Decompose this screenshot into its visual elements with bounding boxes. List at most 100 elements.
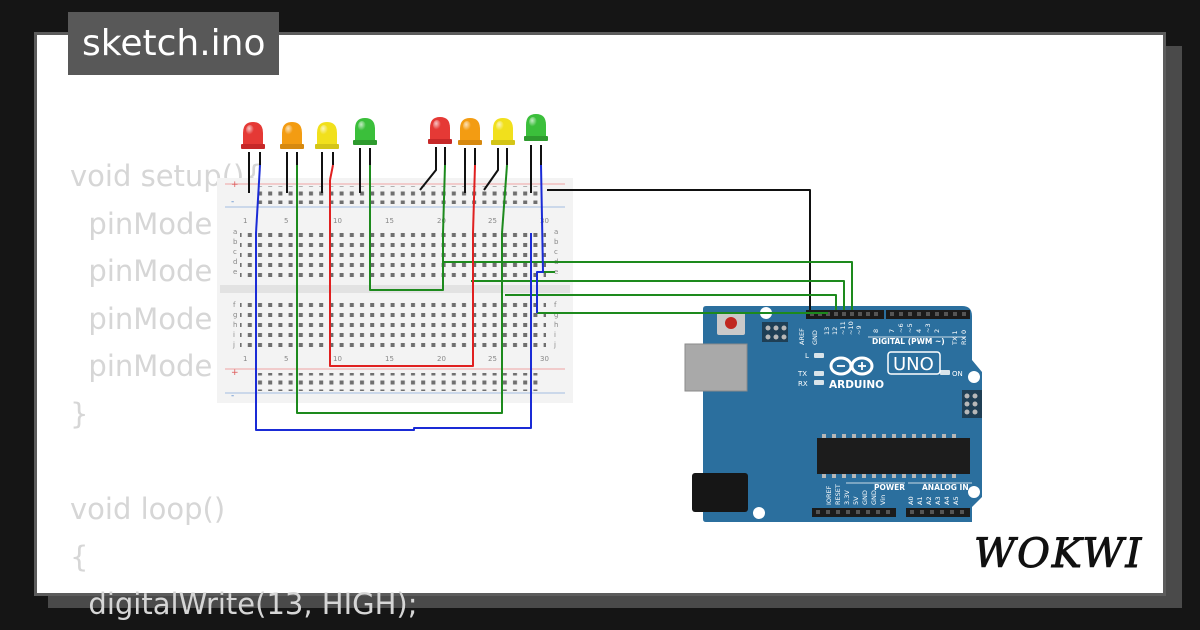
wire-signal[interactable] [443,261,853,310]
pin-label: 7 [888,329,896,333]
bottom-power-rail [252,373,542,391]
mounting-hole [968,371,980,383]
l-led [814,353,824,358]
pin-label: 4 [915,329,923,333]
reset-button-cap [725,317,737,329]
pin-label: TX 1 [951,330,959,346]
wire-signal[interactable] [471,280,845,310]
column-number: 5 [284,355,288,363]
row-letter: g [233,311,237,319]
code-snippet: void setup(){ pinMode pinMode pinMode pi… [70,153,418,629]
led-green[interactable] [524,114,548,141]
pin-label: 12 [831,327,839,335]
pin-label: RX 0 [960,330,968,345]
wire-jumper[interactable] [369,233,444,291]
sketch-filename: sketch.ino [68,12,280,75]
code-line: pinMode [70,301,213,336]
wokwi-logo: WOKWI [974,531,1142,578]
led-green[interactable] [353,118,377,145]
pin-label: GND [870,490,878,505]
column-number: 1 [243,355,247,363]
uno-badge [887,351,941,375]
wire-jumper[interactable] [255,233,532,431]
row-letter: j [232,341,235,349]
row-letter: e [233,268,237,276]
led-red[interactable] [428,117,452,144]
column-number: 10 [333,217,342,225]
mounting-hole [968,486,980,498]
column-number: 25 [488,217,497,225]
on-label: ON [952,370,963,378]
pin-label: ~6 [897,323,905,333]
on-led [940,370,950,375]
led-label: L [805,352,809,360]
pin-label: Vin [879,495,887,505]
pin-label: 8 [872,329,880,333]
pin-label: ~9 [855,325,863,335]
pin-label: RESET [834,484,842,505]
pin-label: A5 [952,496,960,505]
code-line: pinMode [70,206,213,241]
rail-plus-label: + [231,368,239,378]
column-number: 5 [284,217,288,225]
row-letter: b [554,238,559,246]
wire-signal[interactable] [505,294,837,310]
wire-jumper[interactable] [296,233,503,414]
pin-label: AREF [798,328,806,345]
code-line: } [70,396,89,431]
led-yellow[interactable] [315,122,339,149]
power-header [812,508,896,517]
wires [248,145,853,431]
led-array [241,114,548,149]
led-yellow[interactable] [491,118,515,145]
column-number: 15 [385,217,394,225]
power-jack [692,473,748,512]
arduino-uno-board[interactable]: AREF GND 13 12 ~11 ~10 ~9 8 7 ~6 ~5 4 ~3… [684,306,982,522]
row-letter: a [554,228,558,236]
column-number: 30 [540,217,549,225]
tx-led [814,371,824,376]
code-line: pinMode [70,254,213,289]
column-number: 20 [437,355,446,363]
wire-jumper[interactable] [329,180,474,367]
led-label: RX [798,380,808,388]
column-number: 30 [540,355,549,363]
row-letter: a [233,228,237,236]
row-letter: i [554,331,556,339]
board-brand: ARDUINO [829,379,884,391]
icsp-header-top [762,322,788,342]
row-letter: i [233,331,235,339]
analog-in-label: ANALOG IN [922,483,969,492]
digital-pwm-label: DIGITAL (PWM ~) [872,337,945,346]
pin-label: A1 [916,496,924,505]
arduino-logo-icon [829,356,874,376]
icsp-header-right [962,390,982,418]
pin-label: ~10 [847,321,855,335]
terminal-strip-bottom [240,300,546,350]
row-letter: g [554,311,558,319]
led-label: TX [797,370,807,378]
terminal-strip-top [240,227,546,277]
wire-gnd[interactable] [547,189,811,310]
led-orange[interactable] [280,122,304,149]
pin-label: 2 [933,329,941,333]
led-red[interactable] [241,122,265,149]
led-orange[interactable] [458,118,482,145]
row-letter: c [554,248,558,256]
row-letter: j [553,341,556,349]
column-number: 15 [385,355,394,363]
pin-label: ~3 [924,323,932,333]
pin-label: ~5 [906,323,914,333]
row-letter: h [233,321,237,329]
row-letter: e [554,268,558,276]
rx-led [814,380,824,385]
pin-label: GND [861,490,869,505]
row-letter: f [554,301,557,309]
row-letter: f [233,301,236,309]
pin-label: GND [811,330,819,345]
power-label: POWER [874,483,905,492]
top-power-rail [252,186,542,204]
row-letter: c [233,248,237,256]
pin-label: A2 [925,496,933,505]
row-letter: b [233,238,238,246]
